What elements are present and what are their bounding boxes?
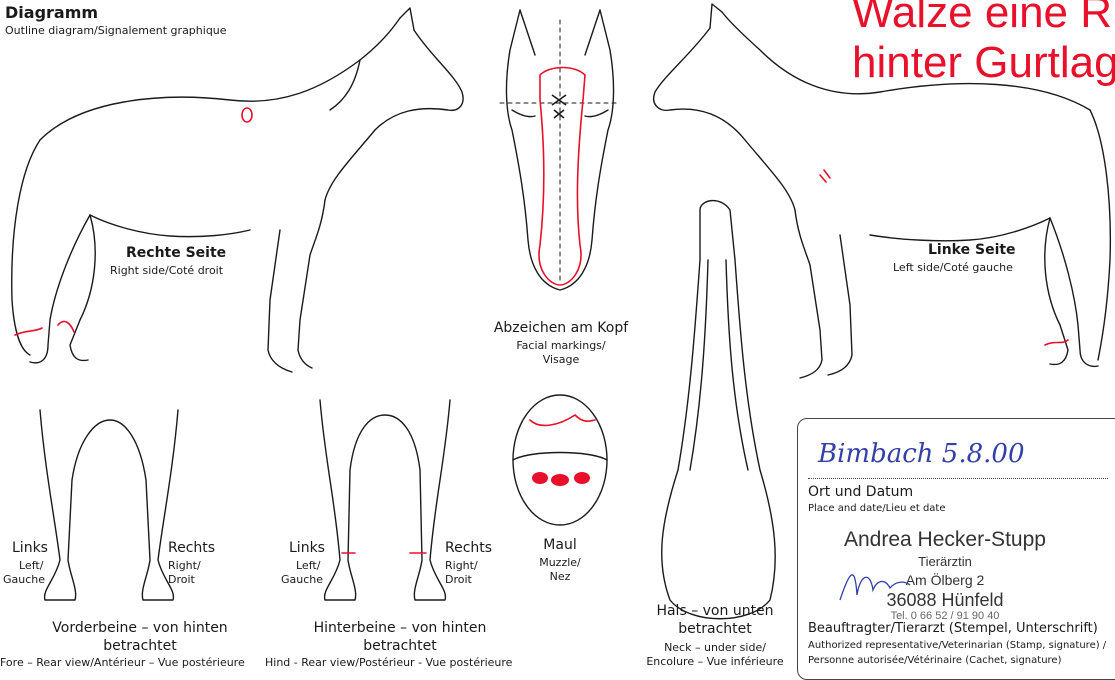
muzzle-outline bbox=[513, 395, 607, 525]
forelegs-left-sub-1: Left/ bbox=[19, 560, 43, 573]
place-date-sublabel: Place and date/Lieu et date bbox=[808, 503, 946, 515]
hindlegs-right-sub-1: Right/ bbox=[445, 560, 478, 573]
diagram-subtitle: Outline diagram/Signalement graphique bbox=[5, 25, 227, 38]
muzzle-red-spots bbox=[532, 472, 590, 486]
muzzle-subtitle-1: Muzzle/ bbox=[520, 557, 600, 570]
forelegs-title-2: betrachtet bbox=[20, 638, 260, 654]
representative-sub-1: Authorized representative/Veterinarian (… bbox=[808, 640, 1106, 652]
marking-note-line2: hinter Gurtlag bbox=[852, 40, 1115, 86]
forelegs-title-1: Vorderbeine – von hinten bbox=[20, 620, 260, 636]
left-side-title: Linke Seite bbox=[928, 242, 1016, 258]
diagram-title: Diagramm bbox=[5, 4, 98, 22]
red-marking-fetlock-right-2 bbox=[58, 321, 74, 332]
red-marking-muzzle-top bbox=[530, 415, 595, 425]
neck-underside-outline bbox=[662, 201, 775, 619]
forelegs-right-sub-2: Droit bbox=[168, 574, 195, 587]
head-title: Abzeichen am Kopf bbox=[486, 320, 636, 336]
hindlegs-left-sub-1: Left/ bbox=[296, 560, 320, 573]
red-marking-blaze bbox=[539, 68, 585, 286]
right-side-title: Rechte Seite bbox=[126, 245, 226, 261]
neck-title-2: betrachtet bbox=[630, 621, 800, 637]
muzzle-subtitle-2: Nez bbox=[520, 571, 600, 584]
horse-right-side-outline bbox=[12, 8, 463, 372]
head-subtitle-1: Facial markings/ bbox=[486, 340, 636, 353]
forelegs-subtitle: Fore – Rear view/Antérieur – Vue postéri… bbox=[0, 657, 245, 670]
hindlegs-subtitle: Hind - Rear view/Postérieur - Vue postér… bbox=[265, 657, 512, 670]
hindlegs-left-label: Links bbox=[289, 540, 325, 556]
hindlegs-left-sub-2: Gauche bbox=[281, 574, 323, 587]
neck-title-1: Hals – von unten bbox=[630, 603, 800, 619]
stamp-name: Andrea Hecker-Stupp bbox=[844, 528, 1046, 552]
neck-subtitle-1: Neck – under side/ bbox=[630, 642, 800, 655]
left-side-subtitle: Left side/Coté gauche bbox=[893, 262, 1013, 275]
forelegs-left-sub-2: Gauche bbox=[3, 574, 45, 587]
forelegs-left-label: Links bbox=[12, 540, 48, 556]
red-marking-fetlock-right bbox=[15, 328, 42, 335]
forelegs-right-sub-1: Right/ bbox=[168, 560, 201, 573]
place-date-line bbox=[808, 478, 1108, 479]
hindlegs-outline bbox=[320, 400, 450, 600]
right-side-subtitle: Right side/Coté droit bbox=[110, 265, 223, 278]
signature-scribble bbox=[835, 560, 915, 610]
hindlegs-title-2: betrachtet bbox=[280, 638, 520, 654]
head-subtitle-2: Visage bbox=[486, 354, 636, 367]
neck-subtitle-2: Encolure – Vue inférieure bbox=[630, 656, 800, 669]
muzzle-title: Maul bbox=[520, 537, 600, 553]
handwritten-place-date: Bimbach 5.8.00 bbox=[818, 440, 1025, 470]
place-date-label: Ort und Datum bbox=[808, 484, 913, 500]
hindlegs-right-sub-2: Droit bbox=[445, 574, 472, 587]
forelegs-outline bbox=[40, 410, 178, 600]
hindlegs-title-1: Hinterbeine – von hinten bbox=[280, 620, 520, 636]
representative-label: Beauftragter/Tierarzt (Stempel, Untersch… bbox=[808, 622, 1098, 637]
red-marking-body-circle bbox=[242, 108, 252, 122]
red-marking-left-horse-flank bbox=[820, 170, 830, 182]
hindlegs-right-label: Rechts bbox=[445, 540, 492, 556]
representative-sub-2: Personne autorisée/Vétérinaire (Cachet, … bbox=[808, 655, 1061, 667]
forelegs-right-label: Rechts bbox=[168, 540, 215, 556]
marking-note-line1: Walze eine R bbox=[852, 0, 1112, 36]
whorl-markers bbox=[552, 95, 566, 118]
